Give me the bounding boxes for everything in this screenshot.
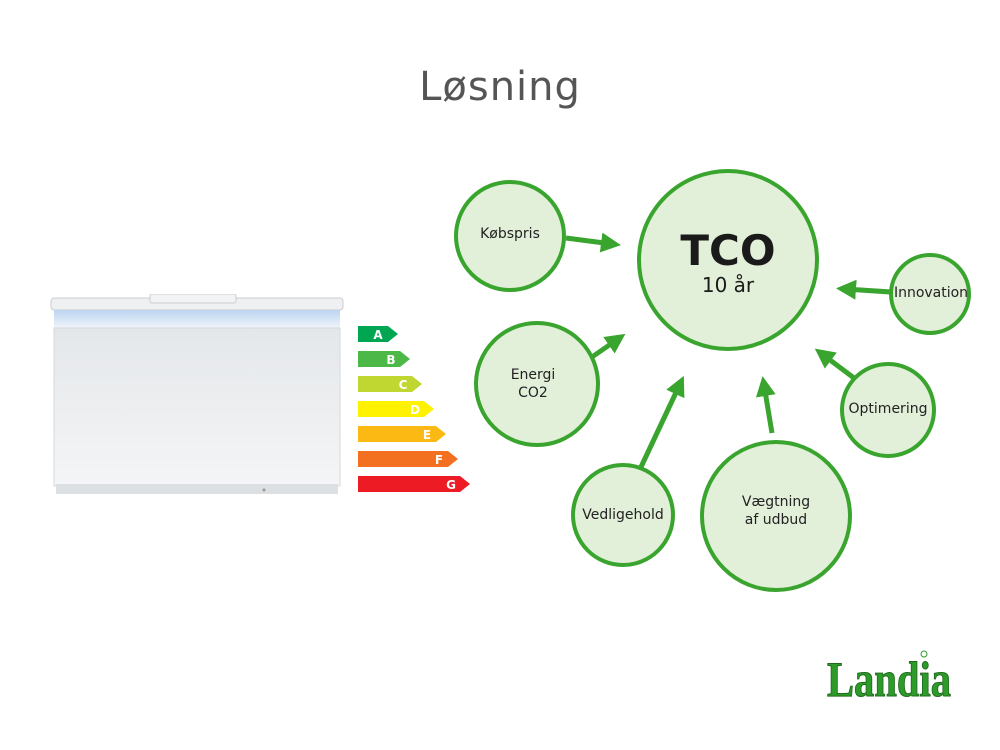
node-vaegtning-line1: Vægtning [741, 494, 811, 510]
landia-logo: Landia [827, 650, 952, 700]
slide-title: Løsning [419, 64, 581, 110]
energy-class-e-letter: E [423, 428, 431, 442]
energy-label-scale: A B C D E F G [356, 324, 486, 500]
node-kobspris-circle [454, 180, 566, 292]
arrow-kobspris [565, 232, 621, 253]
node-energi-circle [474, 321, 600, 447]
node-energi-line1: Energi [510, 367, 556, 383]
energy-class-g-letter: G [446, 478, 456, 492]
landia-logo-text: Landia [827, 651, 951, 700]
energy-class-g: G [358, 476, 470, 492]
node-energi-label: Energi CO2 [511, 366, 556, 402]
node-innovation-label: Innovation [893, 285, 969, 301]
energy-class-a-letter: A [373, 328, 383, 342]
node-vedligehold-circle [571, 463, 675, 567]
energy-class-b: B [358, 351, 410, 367]
node-vaegtning-line2: af udbud [744, 512, 808, 528]
registered-mark-icon [920, 650, 928, 658]
energy-class-e: E [358, 426, 446, 442]
energy-class-f-letter: F [435, 453, 443, 467]
energy-class-c: C [358, 376, 422, 392]
node-optimering-circle [840, 362, 936, 458]
energy-class-e-bar [358, 426, 446, 442]
node-vaegtning-label: Vægtning af udbud [742, 493, 810, 529]
tco-center-label: TCO 10 år [680, 226, 776, 297]
arrow-innovation [836, 279, 892, 300]
energy-class-c-bar [358, 376, 422, 392]
node-optimering-label: Optimering [848, 401, 928, 417]
node-vaegtning-circle [700, 440, 852, 592]
energy-class-d: D [358, 401, 434, 417]
node-innovation-circle [889, 253, 971, 335]
arrow-vaegtning [755, 376, 776, 434]
node-energi-line2: CO2 [518, 385, 548, 401]
energy-class-c-letter: C [399, 378, 408, 392]
energy-class-a-bar [358, 326, 398, 342]
arrow-energi [590, 333, 626, 360]
node-vedligehold-label: Vedligehold [582, 507, 664, 523]
arrow-optimering [814, 348, 856, 380]
chest-freezer-image [50, 294, 344, 494]
tco-center-circle [637, 169, 819, 351]
tco-title: TCO [680, 226, 776, 275]
energy-class-f: F [358, 451, 458, 467]
energy-class-f-bar [358, 451, 458, 467]
energy-class-a: A [358, 326, 398, 342]
energy-class-b-letter: B [386, 353, 395, 367]
arrow-vedligehold [638, 375, 685, 469]
energy-class-d-letter: D [410, 403, 420, 417]
node-kobspris-label: Købspris [480, 226, 540, 242]
tco-subtitle: 10 år [701, 273, 755, 297]
energy-class-g-bar [358, 476, 470, 492]
energy-class-b-bar [358, 351, 410, 367]
energy-class-d-bar [358, 401, 434, 417]
